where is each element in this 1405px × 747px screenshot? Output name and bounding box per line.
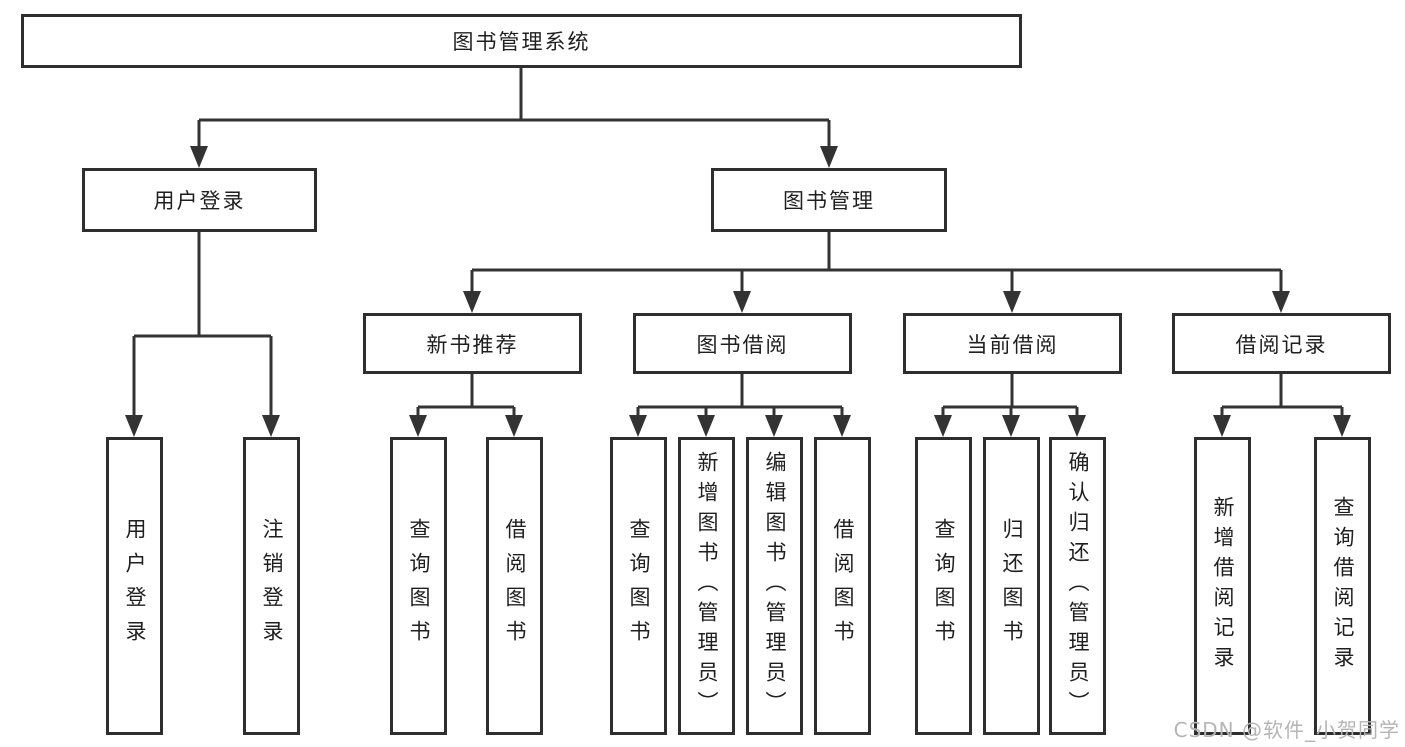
node-label: 归还图书 bbox=[1000, 518, 1024, 654]
node-user-login: 用户登录 bbox=[82, 168, 317, 232]
arrowhead bbox=[262, 415, 280, 437]
leaf-query-books-recommend: 查询图书 bbox=[390, 437, 447, 735]
arrowhead bbox=[697, 415, 715, 437]
leaf-add-borrow-record: 新增借阅记录 bbox=[1194, 437, 1251, 735]
arrowhead bbox=[1068, 415, 1086, 437]
connector-current-borrow bbox=[941, 374, 1079, 415]
arrowhead bbox=[765, 415, 783, 437]
node-label: 当前借阅 bbox=[966, 332, 1059, 357]
arrowhead bbox=[1213, 415, 1231, 437]
node-label: 借阅图书 bbox=[503, 518, 527, 654]
leaf-borrow-books-recommend: 借阅图书 bbox=[486, 437, 543, 735]
leaf-query-books-current: 查询图书 bbox=[915, 437, 972, 735]
node-new-book-recommendation: 新书推荐 bbox=[363, 313, 582, 374]
node-label: 查询图书 bbox=[932, 518, 956, 654]
node-label: 借阅记录 bbox=[1235, 332, 1328, 357]
leaf-query-books-borrowing: 查询图书 bbox=[610, 437, 667, 735]
node-label: 图书借阅 bbox=[696, 332, 789, 357]
arrowhead bbox=[409, 415, 427, 437]
arrowhead bbox=[1002, 415, 1020, 437]
node-library-management-system: 图书管理系统 bbox=[21, 14, 1022, 68]
leaf-query-borrow-record: 查询借阅记录 bbox=[1314, 437, 1371, 735]
node-label: 查询图书 bbox=[407, 518, 431, 654]
leaf-user-login: 用户登录 bbox=[106, 437, 163, 735]
node-borrowing-records: 借阅记录 bbox=[1172, 313, 1391, 374]
leaf-logout: 注销登录 bbox=[243, 437, 300, 735]
connector-book-borrow bbox=[636, 374, 844, 415]
leaf-add-books-admin: 新增图书（管理员） bbox=[678, 437, 735, 735]
arrowhead bbox=[934, 415, 952, 437]
node-book-borrowing: 图书借阅 bbox=[633, 313, 852, 374]
arrowhead bbox=[733, 291, 751, 313]
connector-root bbox=[197, 68, 831, 146]
connector-borrow-record bbox=[1220, 374, 1344, 415]
node-label: 新增借阅记录 bbox=[1211, 496, 1235, 676]
arrowhead bbox=[1272, 291, 1290, 313]
node-label: 用户登录 bbox=[153, 189, 246, 213]
node-book-management: 图书管理 bbox=[711, 168, 947, 232]
arrowhead bbox=[833, 415, 851, 437]
arrowhead bbox=[505, 415, 523, 437]
node-label: 图书管理 bbox=[783, 189, 875, 213]
node-label: 借阅图书 bbox=[831, 518, 855, 654]
connector-user-login bbox=[132, 232, 273, 415]
arrowhead bbox=[1333, 415, 1351, 437]
arrowhead bbox=[820, 146, 838, 168]
node-current-borrowing: 当前借阅 bbox=[903, 313, 1122, 374]
arrowhead bbox=[463, 291, 481, 313]
node-label: 新书推荐 bbox=[426, 332, 519, 357]
arrowhead bbox=[190, 146, 208, 168]
node-label: 查询图书 bbox=[627, 518, 651, 654]
leaf-return-books: 归还图书 bbox=[983, 437, 1040, 735]
connector-new-book bbox=[416, 374, 516, 415]
node-label: 图书管理系统 bbox=[452, 30, 591, 54]
node-label: 注销登录 bbox=[260, 518, 284, 654]
node-label: 新增图书（管理员） bbox=[695, 451, 719, 721]
arrowhead bbox=[125, 415, 143, 437]
node-label: 用户登录 bbox=[123, 518, 147, 654]
arrowhead bbox=[1003, 291, 1021, 313]
watermark: CSDN @软件_小贺同学 bbox=[1173, 718, 1400, 742]
node-label: 编辑图书（管理员） bbox=[763, 451, 787, 721]
leaf-borrow-books: 借阅图书 bbox=[814, 437, 871, 735]
node-label: 确认归还（管理员） bbox=[1066, 451, 1090, 721]
node-label: 查询借阅记录 bbox=[1331, 496, 1355, 676]
leaf-edit-books-admin: 编辑图书（管理员） bbox=[746, 437, 803, 735]
leaf-confirm-return-admin: 确认归还（管理员） bbox=[1049, 437, 1106, 735]
arrowhead bbox=[629, 415, 647, 437]
connector-book-management bbox=[470, 232, 1283, 291]
